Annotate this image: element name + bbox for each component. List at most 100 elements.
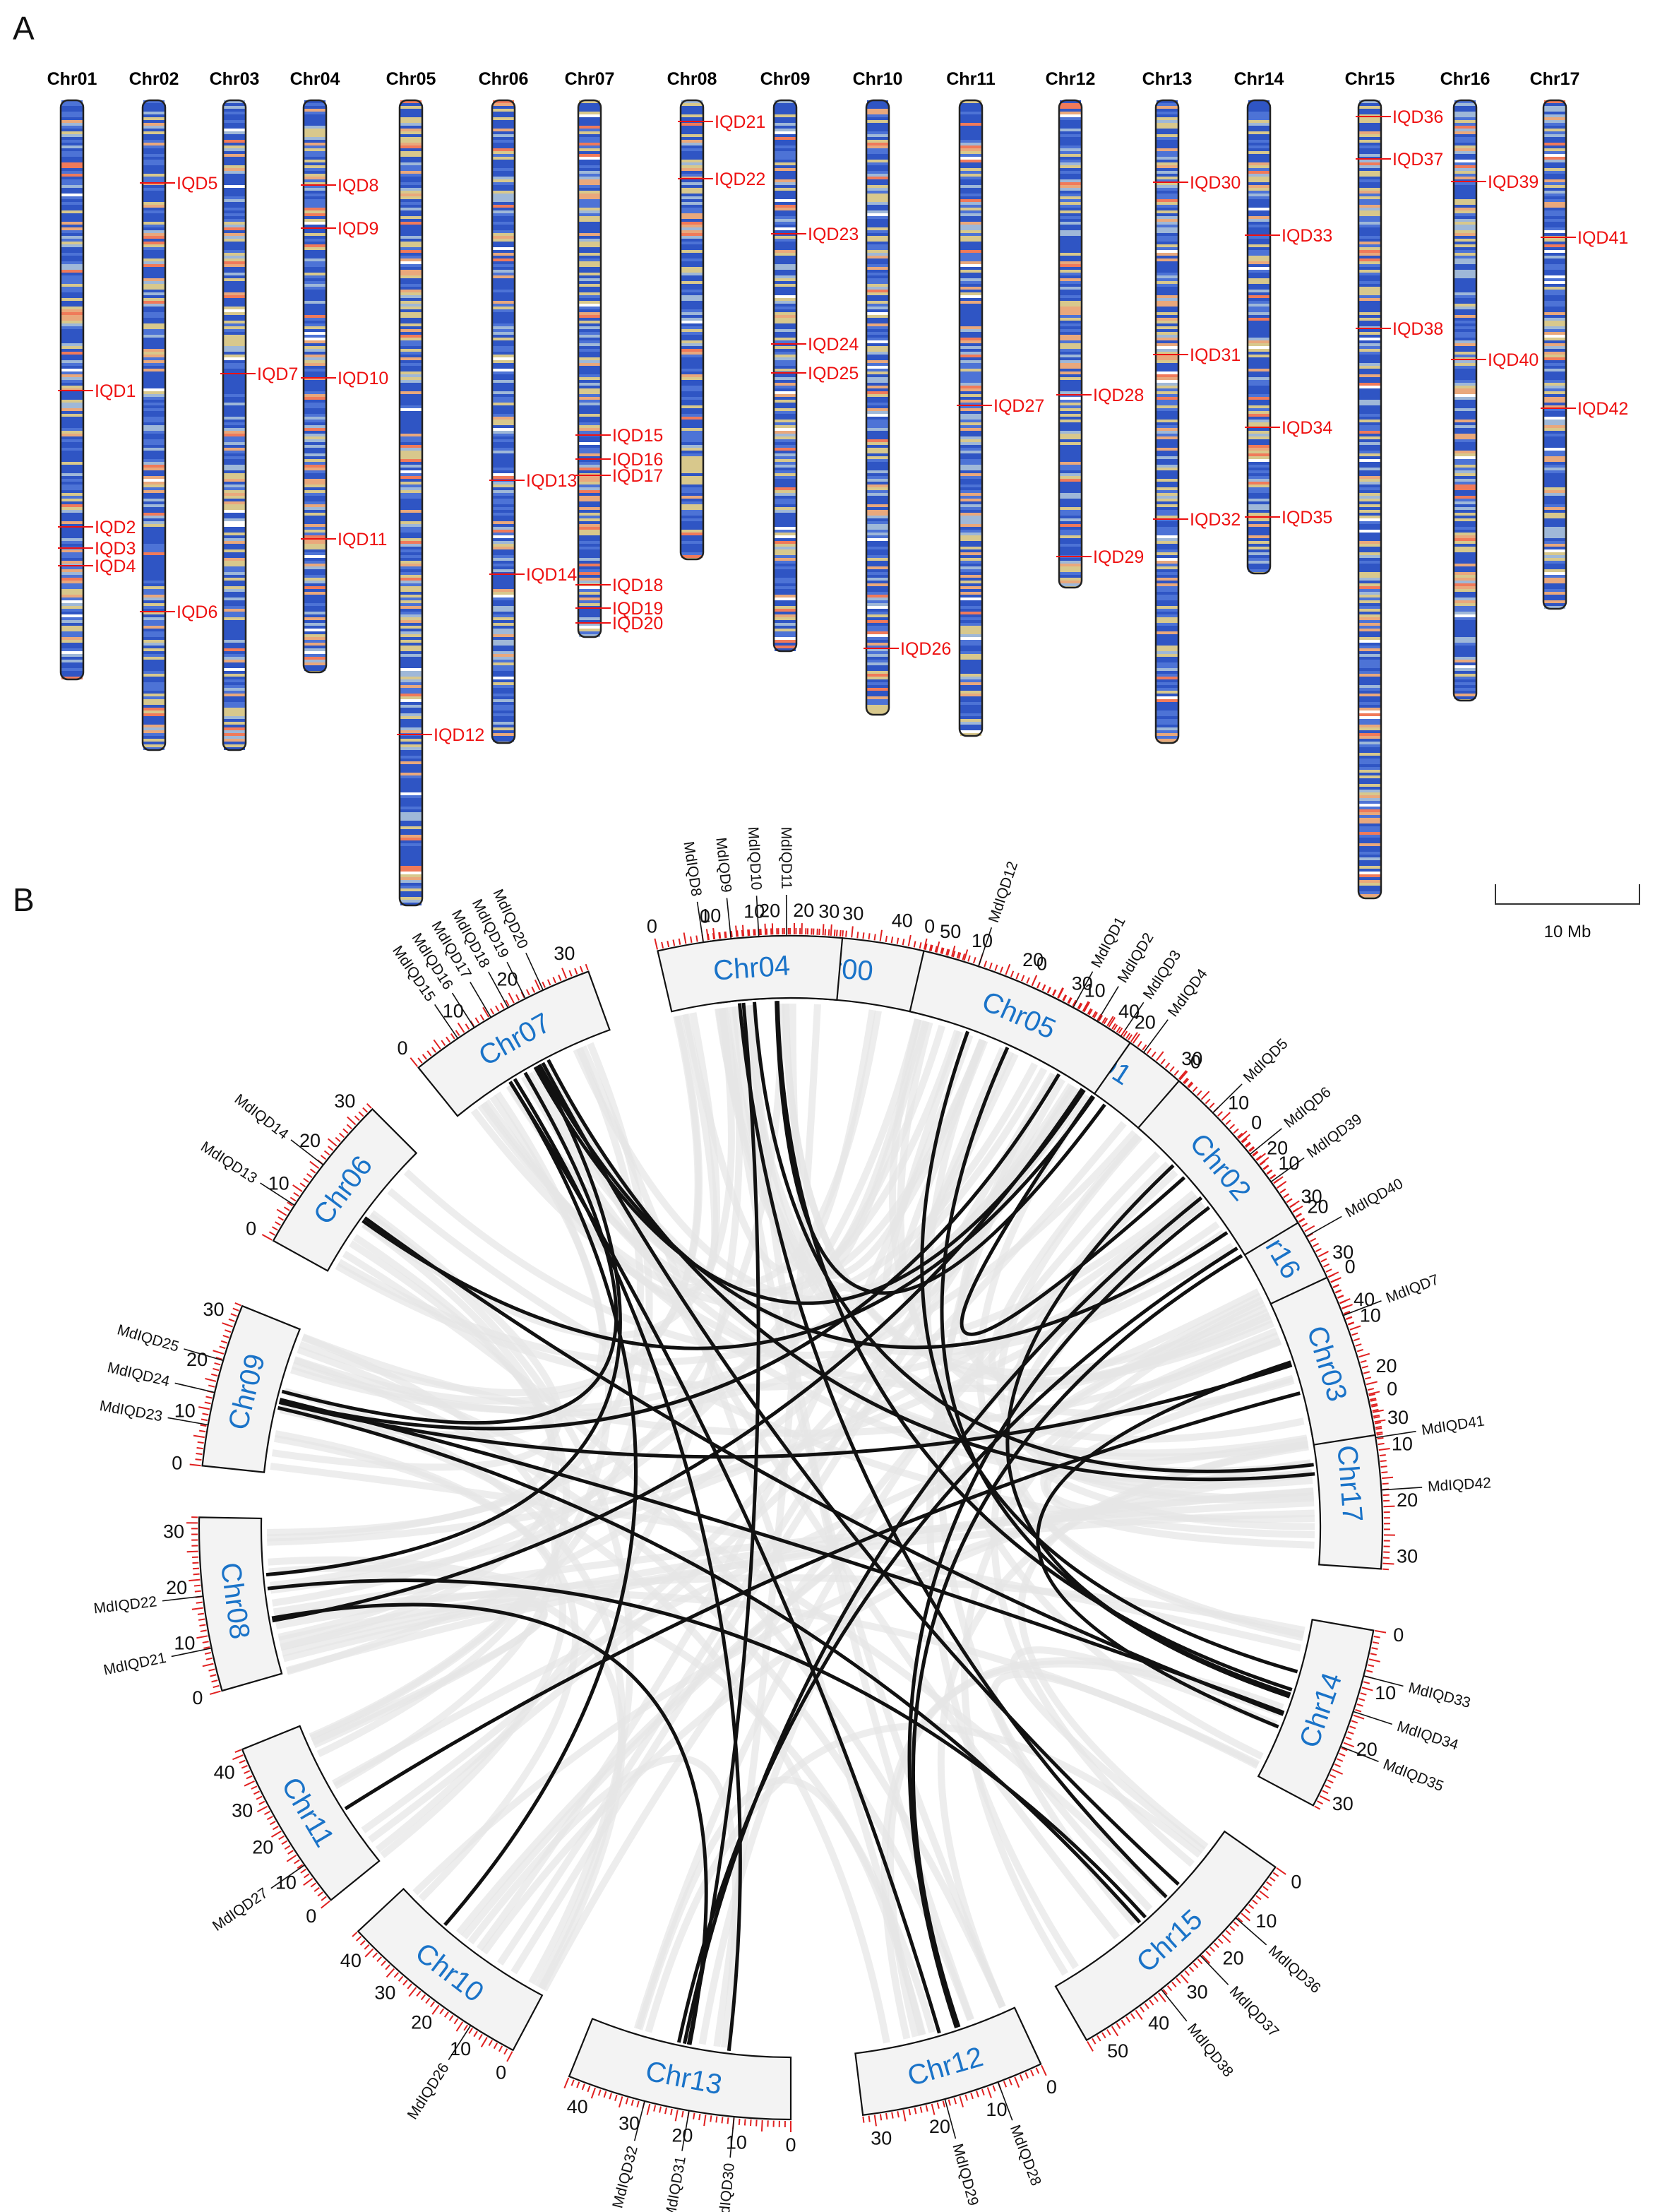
chromosome-name: Chr15 — [1345, 69, 1395, 89]
chromosome-outline — [302, 99, 328, 674]
gene-label: IQD25 — [808, 364, 859, 383]
tick-label: 0 — [172, 1453, 182, 1474]
tick-label: 20 — [496, 969, 518, 990]
tick-label: 30 — [1332, 1793, 1354, 1814]
segment-box — [417, 970, 611, 1117]
gene-label: MdIQD41 — [1421, 1413, 1486, 1438]
chromosome-name: Chr11 — [946, 69, 996, 89]
gene-label: IQD24 — [808, 335, 859, 355]
tick-label: 10 — [986, 2099, 1007, 2120]
tick-label: 20 — [1022, 949, 1044, 970]
gene-label: MdIQD6 — [1281, 1084, 1334, 1131]
tick-label: 0 — [246, 1218, 256, 1239]
duplication-link — [278, 1363, 1293, 1459]
tick-label: 10 — [700, 905, 721, 926]
gene-label: IQD19 — [612, 599, 663, 619]
gene-label: IQD32 — [1190, 510, 1241, 530]
segment-box — [854, 2006, 1042, 2116]
gene-label: IQD10 — [337, 369, 388, 388]
segment-box — [201, 1304, 301, 1473]
gene-label: IQD16 — [612, 450, 663, 470]
segment-box — [272, 1107, 418, 1272]
gene-label: MdIQD24 — [106, 1360, 172, 1390]
duplication-link — [752, 1001, 1314, 1473]
gene-label: MdIQD25 — [115, 1321, 181, 1355]
duplication-link — [911, 1254, 1243, 2028]
tick-label: 10 — [1375, 1682, 1396, 1703]
circos-panel: Chr0001020304050Chr010102030MdIQD1MdIQD2… — [92, 826, 1491, 2212]
tick-label: 30 — [374, 1982, 395, 2004]
tick-label: 30 — [163, 1521, 184, 1542]
gene-label: IQD42 — [1577, 399, 1628, 419]
chromosome-outline — [772, 99, 798, 653]
gene-label: IQD39 — [1488, 172, 1539, 192]
tick-label: 30 — [1181, 1048, 1202, 1069]
tick-label: 20 — [929, 2116, 950, 2137]
chromosome-outline — [577, 99, 602, 638]
segment-box — [1054, 1830, 1277, 2042]
chromosome-outline — [491, 99, 516, 744]
chromosome-name: Chr03 — [210, 69, 260, 89]
tick-label: 20 — [1223, 1947, 1244, 1968]
duplication-link — [271, 1602, 708, 2045]
gene-label: MdIQD34 — [1395, 1718, 1461, 1754]
tick-label: 20 — [759, 900, 780, 922]
tick-label: 20 — [299, 1130, 321, 1151]
chromosome-outline — [141, 99, 167, 751]
gene-label: IQD7 — [257, 364, 298, 384]
tick-label: 30 — [818, 901, 840, 922]
gene-label: MdIQD26 — [405, 2060, 453, 2122]
segment-box — [568, 2017, 792, 2121]
gene-label: MdIQD10 — [745, 826, 765, 891]
chromosome-outline — [1357, 99, 1382, 900]
segment-box — [1269, 1276, 1376, 1446]
chromosome-name: Chr01 — [47, 69, 97, 89]
tick-label: 10 — [1360, 1305, 1381, 1326]
segment-box — [357, 1887, 544, 2052]
panel-b-letter: B — [13, 881, 35, 918]
tick-label: 0 — [785, 2134, 796, 2155]
chromosome-outline — [1058, 99, 1083, 589]
gene-label: IQD35 — [1281, 508, 1332, 528]
tick-label: 20 — [1397, 1489, 1418, 1511]
duplication-link — [1036, 1360, 1292, 1729]
tick-label: 0 — [306, 1905, 316, 1927]
chromosome-name: Chr09 — [760, 69, 811, 89]
duplication-link — [920, 1030, 1298, 1674]
segment-box — [909, 950, 1132, 1095]
gene-label: IQD38 — [1392, 319, 1443, 339]
gene-label: MdIQD5 — [1241, 1035, 1291, 1086]
chromosome-outline — [398, 99, 424, 907]
duplication-link — [677, 1247, 1238, 2043]
duplication-link — [364, 1216, 1284, 1716]
tick-label: 30 — [619, 2113, 640, 2134]
tick-label: 10 — [275, 1872, 297, 1893]
tick-label: 40 — [892, 910, 913, 931]
tick-label: 30 — [842, 903, 864, 924]
segment-box — [1137, 1079, 1299, 1256]
chromosome-outline — [958, 99, 984, 737]
gene-label: IQD27 — [993, 396, 1044, 416]
tick-label: 0 — [1190, 1051, 1201, 1072]
gene-label: MdIQD33 — [1406, 1679, 1472, 1711]
chromosome-name: Chr04 — [290, 69, 340, 89]
tick-label: 50 — [940, 921, 961, 942]
gene-label: IQD33 — [1281, 226, 1332, 246]
gene-label: MdIQD38 — [1184, 2021, 1236, 2080]
duplication-link — [907, 1206, 1210, 2028]
gene-label: IQD40 — [1488, 350, 1539, 370]
tick-label: 40 — [1118, 1001, 1140, 1022]
gene-label: IQD8 — [337, 176, 378, 196]
gene-label: IQD3 — [95, 539, 136, 559]
tick-label: 30 — [232, 1800, 253, 1821]
